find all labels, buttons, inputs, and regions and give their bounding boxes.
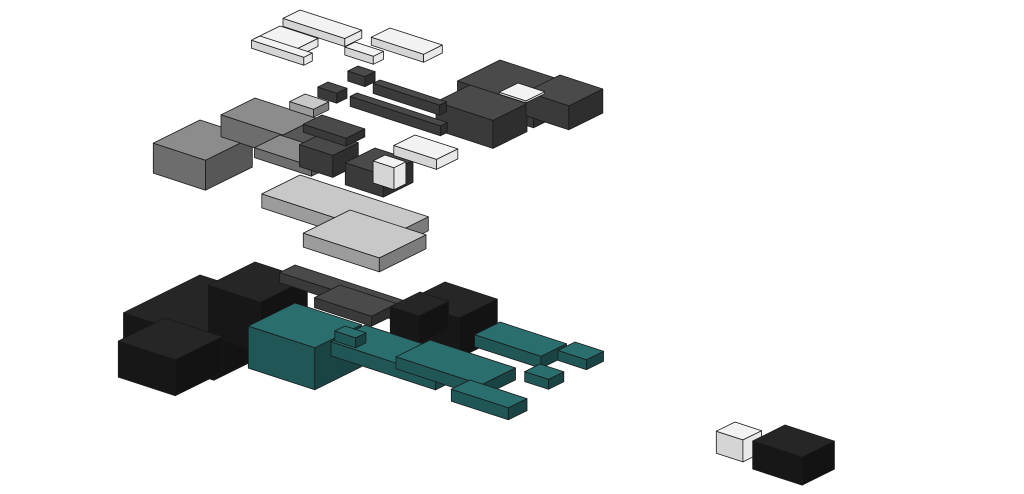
teal-podium-east-top-face	[474, 321, 567, 357]
teal-pad-1	[524, 363, 565, 390]
slab-south-wing	[302, 209, 427, 273]
mid-link-top-face	[302, 114, 366, 139]
key-white-cube-top-face	[715, 421, 762, 441]
dark-cube-1	[317, 81, 348, 104]
dark-strip-upper-top-face	[372, 79, 447, 106]
layer-roof-deck-level	[317, 59, 604, 149]
dark-cube-2-top-face	[347, 65, 376, 77]
white-block-north	[282, 9, 363, 47]
dark-cube-1-top-face	[317, 81, 348, 94]
layer-ground-level-teal	[247, 302, 604, 421]
layer-slab-level	[261, 174, 429, 273]
mid-link	[302, 114, 366, 147]
teal-pad-1-top-face	[524, 363, 565, 380]
teal-block-main-top-face	[247, 302, 362, 349]
layer-upper-level-blocks	[251, 9, 443, 66]
white-block-north-top-face	[282, 9, 363, 39]
mid-cap-top-face	[289, 93, 330, 110]
key-black-cube	[752, 424, 835, 486]
mid-white-ring-top-face	[393, 134, 459, 160]
white-slab-small-top-face	[344, 41, 384, 57]
slab-south-wing-top-face	[302, 209, 427, 259]
black-block-south	[117, 317, 223, 397]
scale-key-block	[715, 421, 835, 486]
mid-cap	[289, 93, 330, 118]
teal-pad-2	[557, 341, 604, 371]
ground-court-inner-top-face	[314, 284, 398, 317]
dark-block-east	[525, 74, 604, 131]
dark-roof-light-top-face	[498, 82, 545, 102]
layer-mid-level-blocks	[152, 93, 459, 198]
dark-strip-lower	[349, 92, 448, 137]
mid-white-fins-top-face	[372, 154, 407, 169]
teal-step-top-face	[334, 325, 367, 339]
mid-white-fins	[372, 154, 407, 191]
dark-strip-upper	[372, 79, 447, 116]
teal-step	[334, 325, 367, 349]
white-bar-row-top-face	[251, 35, 313, 58]
black-block-south-top-face	[117, 317, 223, 361]
teal-strip-south-top-face	[450, 379, 528, 409]
dark-strip-lower-top-face	[349, 92, 448, 127]
mid-core	[299, 131, 359, 178]
black-block-east-annex	[389, 291, 449, 345]
key-black-cube-top-face	[752, 424, 835, 458]
white-block-east	[370, 27, 443, 63]
dark-block-east-top-face	[525, 74, 604, 107]
dark-roof-light	[498, 82, 545, 104]
white-bar-row	[251, 35, 313, 66]
dark-cube-2	[347, 65, 376, 87]
teal-strip-south	[450, 379, 528, 421]
teal-pad-2-top-face	[557, 341, 604, 361]
mid-white-ring	[393, 134, 459, 170]
white-slab-small	[344, 41, 384, 65]
dark-block-south	[435, 84, 528, 149]
white-block-east-top-face	[370, 27, 443, 55]
black-block-east-annex-top-face	[389, 291, 449, 317]
